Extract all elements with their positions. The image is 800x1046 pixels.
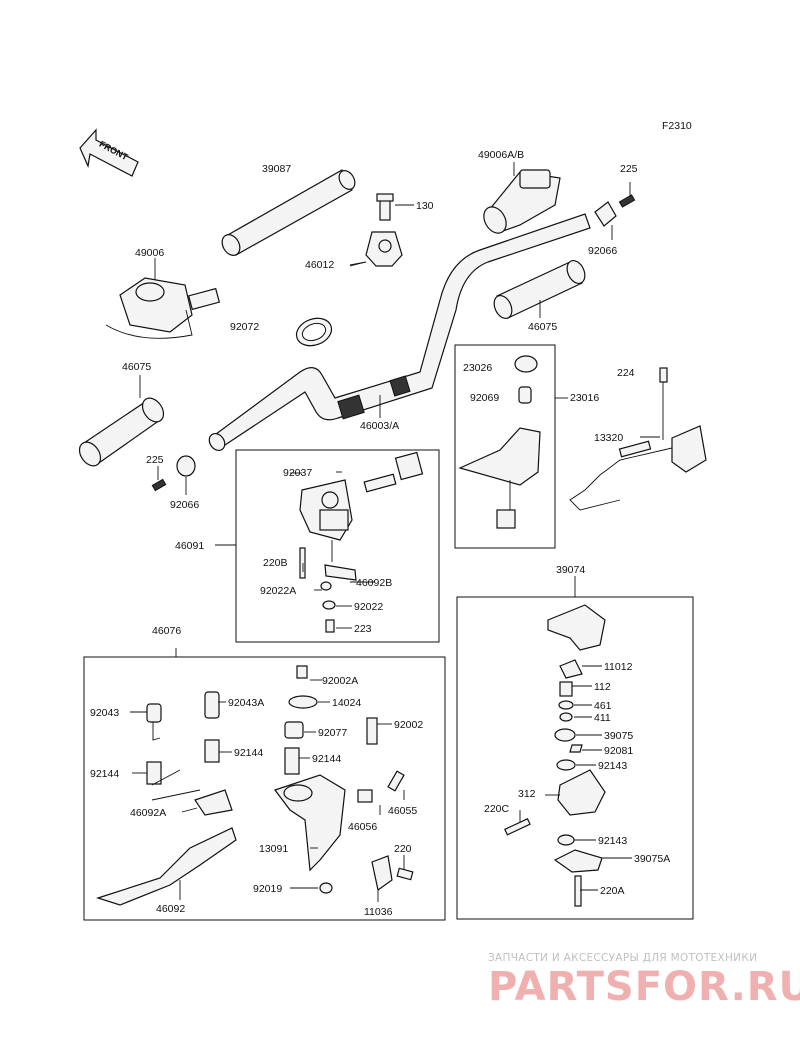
part-label: 92066 [588,245,617,257]
switch-housing-49006 [105,258,221,339]
part-label: 461 [594,700,612,712]
leader-lines [130,204,632,902]
part-label: 92037 [283,467,312,479]
part-label: 46092A [130,807,166,819]
part-label: 220B [263,557,288,569]
clamp-92072 [295,317,333,347]
part-label: 223 [354,623,372,635]
part-label: 46076 [152,625,181,637]
group-box-46076 [83,656,446,921]
part-label: 225 [146,454,164,466]
part-label: 23026 [463,362,492,374]
part-label: 225 [620,163,638,175]
part-label: 46056 [348,821,377,833]
part-label: 39075A [634,853,670,865]
part-label: 92072 [230,321,259,333]
grip-46075-right [493,260,586,319]
diagram-code: F2310 [662,120,692,132]
part-label: 39074 [556,564,585,576]
part-label: 11012 [604,661,633,673]
bolt-130 [376,193,414,221]
master-cylinder-46091 [299,451,424,633]
part-label: 312 [518,788,536,800]
watermark-brand: PARTSFOR.RU [488,964,800,1010]
part-label: 92022A [260,585,296,597]
front-direction-arrow: FRONT [79,128,139,177]
brake-lever-assembly-46076 [96,648,414,906]
part-label: 13320 [594,432,623,444]
end-cap-top-right [594,182,636,240]
handlebar-46003 [208,213,591,451]
part-label: 92077 [318,727,347,739]
part-label: 92043 [90,707,119,719]
cable-13320 [569,367,707,511]
part-label: 46003/A [360,420,399,432]
part-label: 92144 [234,747,263,759]
part-label: 14024 [332,697,361,709]
part-label: 220 [394,843,412,855]
group-box-23016 [454,344,556,549]
part-label: 411 [594,712,611,724]
grip-46075-left [78,375,165,467]
watermark: ЗАПЧАСТИ И АКСЕССУАРЫ ДЛЯ МОТОТЕХНИКИ PA… [488,952,800,1010]
hot-start-lever-39074 [504,576,606,907]
part-label: 92019 [253,883,282,895]
part-label: 92143 [598,835,627,847]
switch-housing-49006ab [483,162,561,234]
group-box-46091 [235,449,440,643]
part-label: 224 [617,367,635,379]
part-label: 39075 [604,730,633,742]
part-label: 92143 [598,760,627,772]
part-label: 220A [600,885,625,897]
part-label: 220C [484,803,510,815]
part-label: 92002A [322,675,358,687]
part-label: 92002 [394,719,423,731]
watermark-tagline: ЗАПЧАСТИ И АКСЕССУАРЫ ДЛЯ МОТОТЕХНИКИ [488,952,757,964]
part-label: 46075 [122,361,151,373]
clutch-switch-23016 [458,355,568,529]
part-label: 92144 [90,768,119,780]
part-label: 49006 [135,247,164,259]
part-label: 39087 [262,163,291,175]
part-labels: 39087 49006A/B 225 130 46012 92066 49006… [90,149,670,918]
part-label: 92144 [312,753,341,765]
part-label: 92043A [228,697,264,709]
part-label: 92069 [470,392,499,404]
part-label: 92066 [170,499,199,511]
part-label: 46075 [528,321,557,333]
holder-46012 [349,231,403,267]
part-label: 13091 [259,843,288,855]
part-label: 92022 [354,601,383,613]
part-label: 130 [416,200,434,212]
part-label: 92081 [604,745,633,757]
part-label: 46091 [175,540,204,552]
part-label: 23016 [570,392,599,404]
part-label: 46092B [356,577,392,589]
part-label: 112 [594,681,611,693]
part-label: 49006A/B [478,149,524,161]
part-label: 46012 [305,259,334,271]
end-cap-left [151,455,196,495]
grip-39087 [221,169,356,256]
part-label: 11036 [364,906,393,918]
part-label: 46092 [156,903,185,915]
part-label: 46055 [388,805,417,817]
